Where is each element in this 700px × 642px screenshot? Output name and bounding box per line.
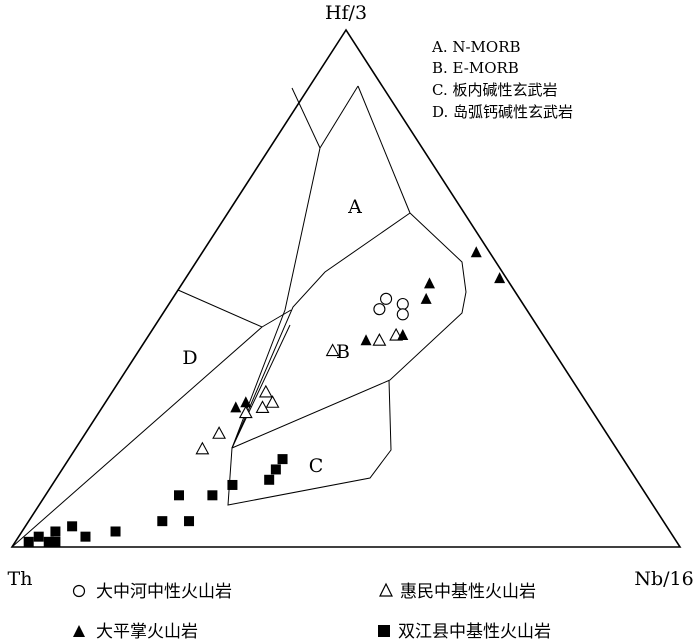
open-triangle-point: [325, 343, 340, 357]
legend-item: 大平掌火山岩: [73, 622, 198, 642]
diagram-boundaries: [10, 28, 682, 548]
filled-square-point: [277, 454, 288, 465]
filled-triangle-point: [397, 329, 409, 341]
filled-square-point: [207, 490, 218, 501]
region-key-item: B. E-MORB: [432, 59, 519, 77]
field-boundary: [291, 87, 321, 149]
data-points: [23, 246, 506, 547]
field-boundary: [177, 289, 292, 328]
filled-square-point: [264, 474, 275, 485]
field-boundary: [227, 379, 392, 506]
region-label-c: C: [309, 455, 324, 477]
filled-square-point: [23, 536, 34, 547]
open-triangle-point: [238, 405, 253, 419]
filled-square-point: [50, 536, 61, 547]
apex-label-top: Hf/3: [325, 2, 367, 24]
filled-triangle-point: [494, 272, 506, 284]
field-boundary: [231, 212, 467, 449]
region-label-b: B: [336, 341, 350, 363]
field-boundary: [357, 85, 411, 214]
region-key-item: D. 岛弧钙碱性玄武岩: [432, 103, 573, 121]
field-boundary: [231, 147, 321, 449]
region-key-item: A. N-MORB: [431, 38, 521, 56]
filled-triangle-point: [360, 334, 372, 346]
open-circle-point: [373, 303, 386, 316]
filled-triangle-marker-icon: [73, 625, 85, 637]
region-key-item: C. 板内碱性玄武岩: [432, 81, 557, 99]
filled-square-point: [50, 526, 61, 537]
filled-square-point: [80, 531, 91, 542]
open-triangle-point: [265, 395, 280, 408]
filled-square-point: [110, 526, 121, 537]
open-triangle-point: [255, 400, 270, 413]
filled-square-point: [43, 536, 54, 547]
filled-triangle-point: [230, 401, 242, 413]
filled-square-point: [157, 516, 168, 527]
apex-label-left: Th: [8, 568, 33, 590]
open-triangle-point: [212, 426, 227, 439]
legend-label: 大中河中性火山岩: [96, 582, 232, 602]
open-triangle-point: [372, 333, 387, 346]
filled-square-marker-icon: [378, 625, 390, 637]
filled-square-point: [67, 521, 78, 532]
legend-item: 惠民中基性火山岩: [379, 582, 536, 602]
filled-triangle-point: [420, 292, 432, 304]
open-triangle-marker-icon: [379, 582, 393, 597]
open-triangle-point: [195, 441, 210, 455]
field-boundary: [11, 326, 263, 548]
field-boundary: [231, 324, 291, 449]
filled-square-point: [184, 516, 195, 527]
filled-triangle-point: [470, 246, 482, 258]
filled-triangle-point: [240, 396, 252, 408]
legend-item: 双江县中基性火山岩: [378, 622, 551, 642]
field-boundary: [319, 85, 359, 149]
filled-square-point: [227, 479, 238, 490]
region-label-a: A: [347, 196, 362, 218]
legend-label: 大平掌火山岩: [96, 622, 198, 642]
ternary-outline: [10, 28, 682, 548]
legend-label: 惠民中基性火山岩: [400, 582, 536, 602]
open-circle-point: [380, 292, 393, 305]
filled-triangle-point: [424, 277, 435, 289]
open-triangle-point: [258, 384, 273, 398]
open-circle-point: [396, 308, 409, 321]
filled-square-point: [33, 531, 44, 542]
apex-label-right: Nb/16: [634, 568, 693, 590]
region-key: A. N-MORB B. E-MORB C. 板内碱性玄武岩 D. 岛弧钙碱性玄…: [431, 38, 573, 121]
open-circle-point: [396, 297, 409, 311]
filled-square-point: [270, 464, 281, 475]
open-circle-marker-icon: [72, 584, 86, 598]
legend-label: 双江县中基性火山岩: [398, 622, 551, 642]
filled-square-point: [174, 490, 184, 501]
region-label-d: D: [182, 347, 197, 369]
legend: 大中河中性火山岩 惠民中基性火山岩 大平掌火山岩 双江县中基性火山岩: [72, 582, 551, 642]
field-boundary: [231, 212, 411, 449]
legend-item: 大中河中性火山岩: [72, 582, 232, 602]
